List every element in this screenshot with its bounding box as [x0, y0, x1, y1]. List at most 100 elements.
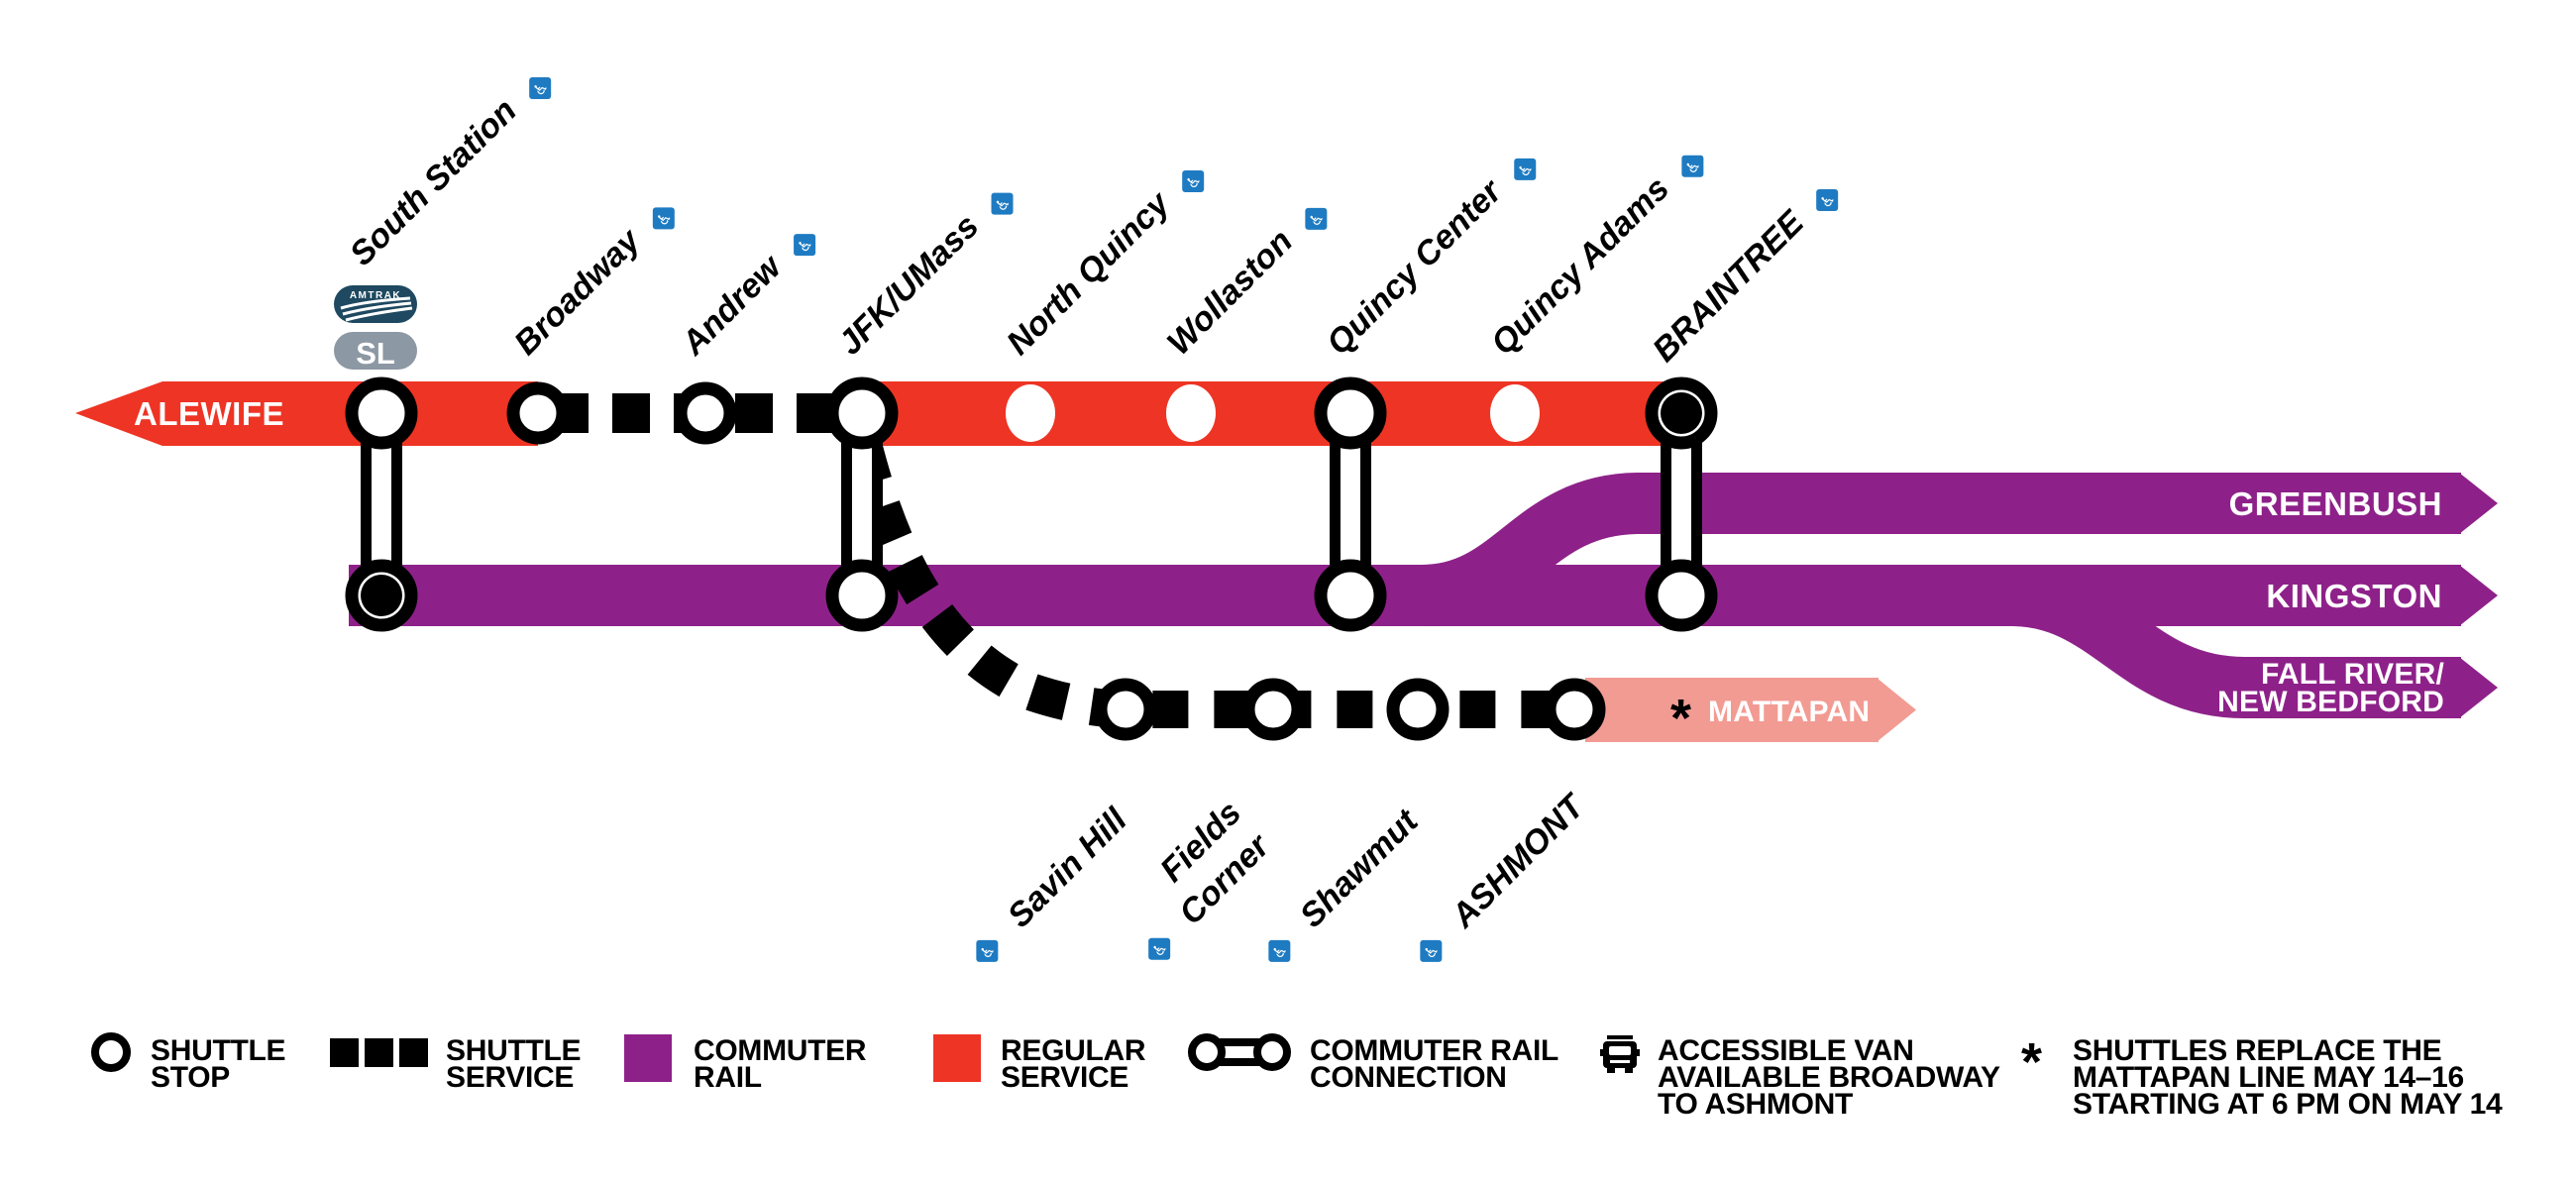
- svg-text:STOP: STOP: [151, 1061, 230, 1094]
- accessible-icon: ♿: [1681, 155, 1705, 178]
- accessible-icon: ♿: [1268, 939, 1292, 963]
- red-line-east-segment: [852, 381, 1684, 446]
- svg-text:TO ASHMONT: TO ASHMONT: [1658, 1088, 1853, 1121]
- accessible-icon: ♿: [1420, 939, 1444, 963]
- south-station-terminal-dot: [361, 575, 402, 616]
- legend-item-shuttle-stop: SHUTTLE STOP: [91, 1032, 286, 1094]
- accessible-icon: ♿: [991, 192, 1015, 216]
- svg-text:Wollaston: Wollaston: [1160, 222, 1300, 362]
- savin-hill-marker: [1094, 678, 1157, 741]
- andrew-marker: [674, 381, 737, 445]
- svg-text:SERVICE: SERVICE: [1001, 1061, 1128, 1094]
- svg-text:CONNECTION: CONNECTION: [1310, 1061, 1507, 1094]
- greenbush-branch: [1420, 473, 2461, 626]
- ashmont-marker: [1543, 678, 1606, 741]
- legend-item-regular-service: REGULAR SERVICE: [933, 1034, 1146, 1094]
- north-quincy-marker: [1006, 384, 1055, 442]
- svg-text:North Quincy: North Quincy: [1000, 183, 1179, 363]
- red-line: ALEWIFE: [75, 381, 1684, 446]
- amtrak-logo: AMTRAK: [334, 285, 417, 323]
- legend-item-commuter-rail-connection: COMMUTER RAIL CONNECTION: [1188, 1033, 1558, 1094]
- station-label-wollaston: Wollaston ♿: [1160, 207, 1329, 362]
- svg-text:COMMUTER RAIL: COMMUTER RAIL: [1310, 1034, 1558, 1067]
- legend: SHUTTLE STOP SHUTTLE SERVICE COMMUTER RA…: [91, 1032, 2503, 1121]
- svg-text:COMMUTER: COMMUTER: [694, 1034, 867, 1067]
- fall-river-arrowhead: [2459, 657, 2498, 718]
- svg-text:ASHMONT: ASHMONT: [1444, 786, 1593, 935]
- jfk-umass-marker-bottom: [825, 559, 899, 632]
- silver-line-label: SL: [356, 336, 395, 371]
- svg-text:Quincy Adams: Quincy Adams: [1484, 169, 1676, 362]
- station-label-shawmut: Shawmut ♿: [1268, 802, 1427, 963]
- accessible-icon: ♿: [1182, 170, 1206, 194]
- accessible-van-icon: [1600, 1035, 1640, 1073]
- svg-text:AVAILABLE BROADWAY: AVAILABLE BROADWAY: [1658, 1061, 2000, 1094]
- quincy-center-marker-bottom: [1314, 559, 1387, 632]
- svg-text:SHUTTLE: SHUTTLE: [446, 1034, 581, 1067]
- silver-line-badge: SL: [334, 332, 417, 371]
- greenbush-arrowhead: [2459, 473, 2498, 534]
- alewife-label: ALEWIFE: [134, 395, 284, 432]
- station-label-braintree: BRAINTREE ♿: [1646, 189, 1840, 370]
- accessible-icon: ♿: [652, 207, 676, 231]
- accessible-icon: ♿: [1148, 937, 1172, 961]
- kingston-label: KINGSTON: [2266, 578, 2442, 614]
- fields-corner-marker: [1241, 678, 1305, 741]
- accessible-icon: ♿: [794, 234, 817, 258]
- mattapan-label: MATTAPAN: [1708, 696, 1870, 728]
- station-label-andrew: Andrew ♿: [674, 234, 817, 364]
- accessible-icon: ♿: [1305, 207, 1329, 231]
- south-station-marker-top: [345, 376, 418, 450]
- greenbush-label: GREENBUSH: [2229, 485, 2442, 522]
- svg-text:Shawmut: Shawmut: [1293, 802, 1427, 935]
- fall-river-branch: [2009, 565, 2461, 718]
- accessible-icon: ♿: [1816, 189, 1840, 213]
- svg-text:SHUTTLE: SHUTTLE: [151, 1034, 285, 1067]
- svg-text:MATTAPAN LINE MAY 14–16: MATTAPAN LINE MAY 14–16: [2073, 1061, 2464, 1094]
- legend-item-shuttle-service: SHUTTLE SERVICE: [330, 1034, 582, 1094]
- fall-river-label-line2: NEW BEDFORD: [2217, 686, 2444, 718]
- station-label-jfk-umass: JFK/UMass ♿: [831, 192, 1015, 362]
- jfk-umass-marker-top: [825, 376, 899, 450]
- wollaston-marker: [1166, 384, 1216, 442]
- broadway-marker: [506, 381, 570, 445]
- station-markers: [345, 376, 1718, 741]
- amtrak-label: AMTRAK: [350, 290, 401, 301]
- svg-text:South Station: South Station: [343, 92, 524, 273]
- kingston-arrowhead: [2459, 565, 2498, 626]
- shuttle-dashes-jfk-ashmont: [845, 443, 1574, 728]
- shawmut-marker: [1386, 678, 1449, 741]
- svg-text:Andrew: Andrew: [674, 247, 791, 364]
- svg-text:Broadway: Broadway: [507, 220, 649, 362]
- mattapan-line: * MATTAPAN: [1585, 678, 1916, 748]
- legend-item-mattapan-note: * SHUTTLES REPLACE THE MATTAPAN LINE MAY…: [2021, 1032, 2503, 1121]
- commuter-rail-swatch: [624, 1034, 672, 1082]
- asterisk-icon: *: [2021, 1032, 2042, 1092]
- legend-item-accessible-van: ACCESSIBLE VAN AVAILABLE BROADWAY TO ASH…: [1600, 1034, 2000, 1121]
- svg-text:SHUTTLES REPLACE THE: SHUTTLES REPLACE THE: [2073, 1034, 2441, 1067]
- braintree-marker-bottom: [1645, 559, 1718, 632]
- station-label-ashmont: ASHMONT ♿: [1420, 786, 1594, 963]
- red-line-west-segment: [75, 381, 538, 446]
- mattapan-arrowhead: [1877, 678, 1916, 742]
- south-station-badges: AMTRAK SL: [334, 285, 417, 371]
- station-label-savin-hill: Savin Hill ♿: [976, 800, 1135, 963]
- mattapan-asterisk: *: [1670, 689, 1691, 748]
- svg-text:Quincy Center: Quincy Center: [1320, 171, 1510, 362]
- svg-text:BRAINTREE: BRAINTREE: [1646, 203, 1812, 370]
- svg-text:SERVICE: SERVICE: [446, 1061, 574, 1094]
- station-label-fields-corner: FieldsCorner ♿: [1141, 794, 1279, 961]
- svg-text:REGULAR: REGULAR: [1001, 1034, 1146, 1067]
- shuttle-service-icon: [330, 1038, 428, 1067]
- svg-text:STARTING AT 6 PM ON MAY 14: STARTING AT 6 PM ON MAY 14: [2073, 1088, 2503, 1121]
- regular-service-swatch: [933, 1034, 981, 1082]
- svg-text:JFK/UMass: JFK/UMass: [831, 207, 986, 362]
- legend-item-commuter-rail: COMMUTER RAIL: [624, 1034, 867, 1094]
- svg-text:FieldsCorner: FieldsCorner: [1141, 794, 1279, 931]
- braintree-terminal-dot: [1661, 392, 1702, 434]
- commuter-rail-connection-icon: [1188, 1033, 1291, 1071]
- commuter-rail-lines: GREENBUSH KINGSTON FALL RIVER/ NEW BEDFO…: [349, 473, 2498, 718]
- shuttle-service-segments: [551, 393, 1574, 728]
